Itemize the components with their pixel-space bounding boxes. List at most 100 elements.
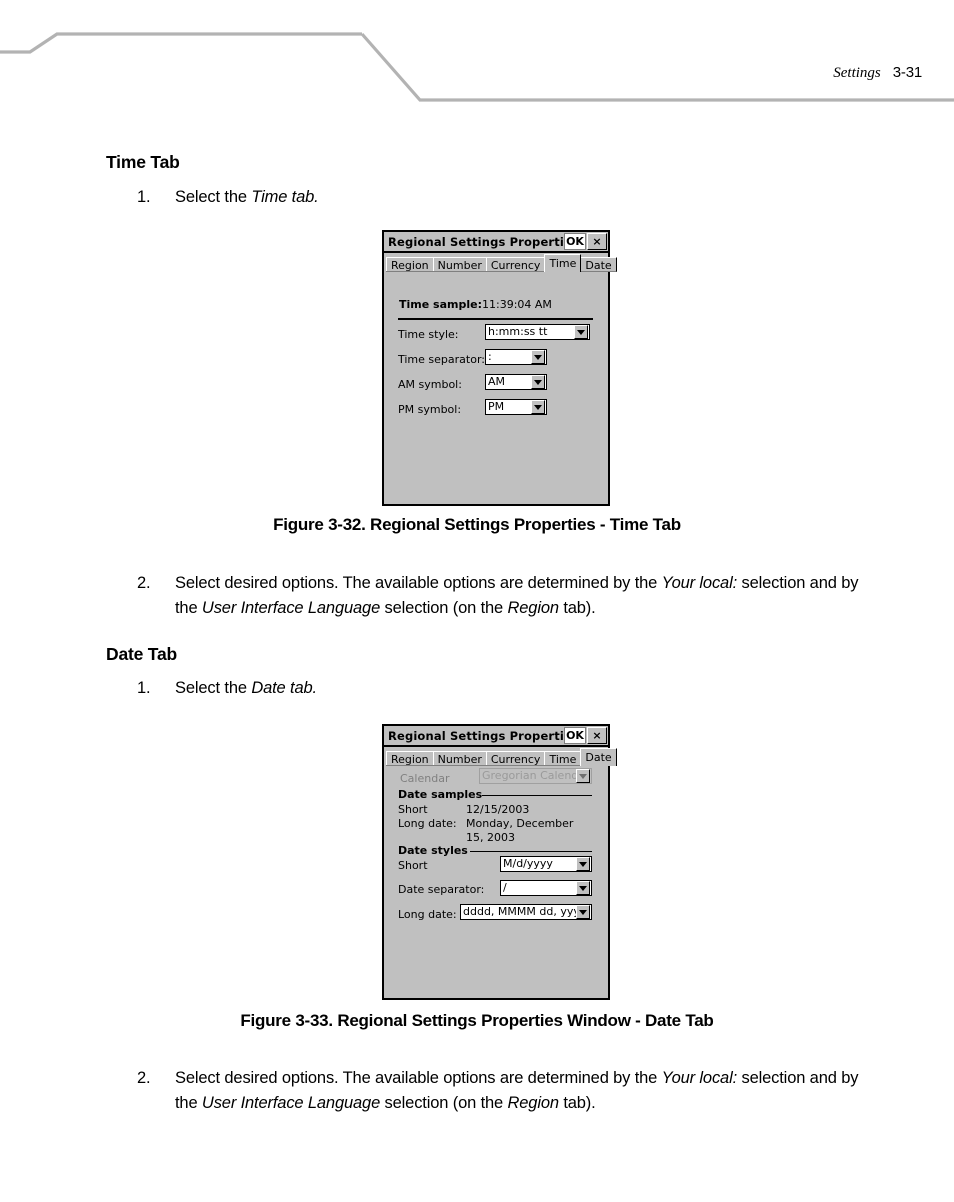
date-step-2-part-b: selection and by the <box>175 1069 859 1112</box>
style-short-value: M/d/yyyy <box>503 857 553 870</box>
date-dialog-title: Regional Settings Properties <box>388 728 563 743</box>
sample-short-label: Short <box>398 803 428 816</box>
date-styles-group-label: Date styles <box>398 844 468 857</box>
date-dialog-titlebar: Regional Settings Properties OK × <box>384 726 608 747</box>
date-samples-group-rule <box>482 795 592 796</box>
time-step-2-part-b: selection and by the <box>175 574 859 617</box>
chevron-down-icon[interactable] <box>574 325 588 339</box>
chevron-down-icon[interactable] <box>531 350 545 364</box>
time-style-combo[interactable]: h:mm:ss tt <box>485 324 590 340</box>
time-step-1-prefix: Select the <box>175 188 252 206</box>
time-style-label: Time style: <box>398 328 459 341</box>
time-step-2-em-region: Region <box>507 599 560 617</box>
tab-currency[interactable]: Currency <box>485 257 546 272</box>
date-step-2-em-your-local: Your local: <box>661 1069 738 1087</box>
pm-symbol-combo[interactable]: PM <box>485 399 547 415</box>
time-step-2-number: 2. <box>137 574 151 592</box>
date-dialog-tabrow: Region Number Currency Time Date <box>384 747 617 766</box>
time-step-2-part-a: Select desired options. The available op… <box>175 574 662 592</box>
tab-number[interactable]: Number <box>432 257 487 272</box>
calendar-combo: Gregorian Calendar <box>479 768 592 784</box>
pm-symbol-value: PM <box>488 400 505 413</box>
date-step-2-part-d: tab). <box>558 1094 596 1112</box>
style-short-combo[interactable]: M/d/yyyy <box>500 856 592 872</box>
am-symbol-label: AM symbol: <box>398 378 462 391</box>
date-step-2-em-uil: User Interface Language <box>201 1094 381 1112</box>
chevron-down-icon[interactable] <box>531 375 545 389</box>
time-tab-panel: Time sample: 11:39:04 AM Time style: h:m… <box>384 272 608 504</box>
time-dialog-title: Regional Settings Properties <box>388 234 563 249</box>
sample-long-value: Monday, December 15, 2003 <box>466 817 574 844</box>
date-step-1-text: Select the Date tab. <box>175 676 317 701</box>
header-page-number: 3-31 <box>892 64 922 81</box>
tab-number[interactable]: Number <box>432 751 487 766</box>
pm-symbol-label: PM symbol: <box>398 403 462 416</box>
time-separator-label: Time separator: <box>398 353 485 366</box>
date-step-2-part-a: Select desired options. The available op… <box>175 1069 662 1087</box>
ok-button[interactable]: OK <box>564 233 586 250</box>
tab-time[interactable]: Time <box>544 751 582 766</box>
date-separator-combo[interactable]: / <box>500 880 592 896</box>
heading-date-tab: Date Tab <box>106 644 178 664</box>
tab-time[interactable]: Time <box>544 254 582 272</box>
tabrow-underline <box>386 765 606 766</box>
regional-settings-time-dialog[interactable]: Regional Settings Properties OK × Region… <box>382 230 617 506</box>
chevron-down-icon[interactable] <box>576 905 590 919</box>
tabrow-underline <box>386 271 606 272</box>
time-step-2-part-c: selection (on the <box>380 599 508 617</box>
time-sample-label: Time sample: <box>399 298 482 311</box>
chevron-down-icon[interactable] <box>576 881 590 895</box>
time-step-1-text: Select the Time tab. <box>175 185 319 210</box>
date-step-2-text: Select desired options. The available op… <box>175 1066 881 1116</box>
regional-settings-date-dialog[interactable]: Regional Settings Properties OK × Region… <box>382 724 617 1000</box>
chevron-down-icon[interactable] <box>531 400 545 414</box>
time-step-1-emphasis: Time tab. <box>251 188 319 206</box>
date-step-2-part-c: selection (on the <box>380 1094 508 1112</box>
tab-date[interactable]: Date <box>580 748 617 766</box>
time-step-1: 1.Select the Time tab. <box>137 185 319 210</box>
style-long-label: Long date: <box>398 908 457 921</box>
style-long-value: dddd, MMMM dd, yyyy <box>463 905 576 918</box>
tab-region[interactable]: Region <box>386 257 434 272</box>
date-step-1-number: 1. <box>137 679 151 697</box>
date-step-1: 1. Select the Date tab. <box>137 676 317 701</box>
close-icon[interactable]: × <box>587 727 607 744</box>
figure-caption-3-32: Figure 3-32. Regional Settings Propertie… <box>273 515 681 534</box>
calendar-label: Calendar <box>400 772 450 785</box>
date-styles-group-rule <box>470 851 592 852</box>
tab-region[interactable]: Region <box>386 751 434 766</box>
ok-button[interactable]: OK <box>564 727 586 744</box>
time-step-2-text: Select desired options. The available op… <box>175 571 881 621</box>
sample-long-label: Long date: <box>398 817 457 830</box>
date-separator-label: Date separator: <box>398 883 485 896</box>
time-separator-combo[interactable]: : <box>485 349 547 365</box>
close-icon[interactable]: × <box>587 233 607 250</box>
time-step-2: 2. Select desired options. The available … <box>137 571 881 621</box>
time-dialog-titlebar: Regional Settings Properties OK × <box>384 232 608 253</box>
time-step-2-em-uil: User Interface Language <box>201 599 381 617</box>
date-step-2-number: 2. <box>137 1069 151 1087</box>
time-sample-divider <box>398 318 593 320</box>
header-rule-graphic <box>0 32 954 102</box>
date-tab-panel: Calendar Gregorian Calendar Date samples… <box>384 766 608 998</box>
sample-short-value: 12/15/2003 <box>466 803 530 816</box>
chevron-down-icon[interactable] <box>576 857 590 871</box>
style-long-combo[interactable]: dddd, MMMM dd, yyyy <box>460 904 592 920</box>
date-step-1-emphasis: Date tab. <box>251 679 317 697</box>
page-header: Settings 3-31 <box>0 0 954 120</box>
tab-date[interactable]: Date <box>580 257 617 272</box>
date-step-2-em-region: Region <box>507 1094 560 1112</box>
date-separator-value: / <box>503 881 507 894</box>
am-symbol-value: AM <box>488 375 506 388</box>
date-samples-group-label: Date samples <box>398 788 483 801</box>
am-symbol-combo[interactable]: AM <box>485 374 547 390</box>
chevron-down-icon <box>576 769 590 783</box>
figure-caption-3-33: Figure 3-33. Regional Settings Propertie… <box>240 1011 714 1030</box>
calendar-value: Gregorian Calendar <box>482 769 576 782</box>
time-step-2-em-your-local: Your local: <box>661 574 738 592</box>
tab-currency[interactable]: Currency <box>485 751 546 766</box>
time-separator-value: : <box>488 350 492 363</box>
time-sample-value: 11:39:04 AM <box>482 298 552 311</box>
time-step-2-part-d: tab). <box>558 599 596 617</box>
header-section-label: Settings <box>833 65 881 81</box>
